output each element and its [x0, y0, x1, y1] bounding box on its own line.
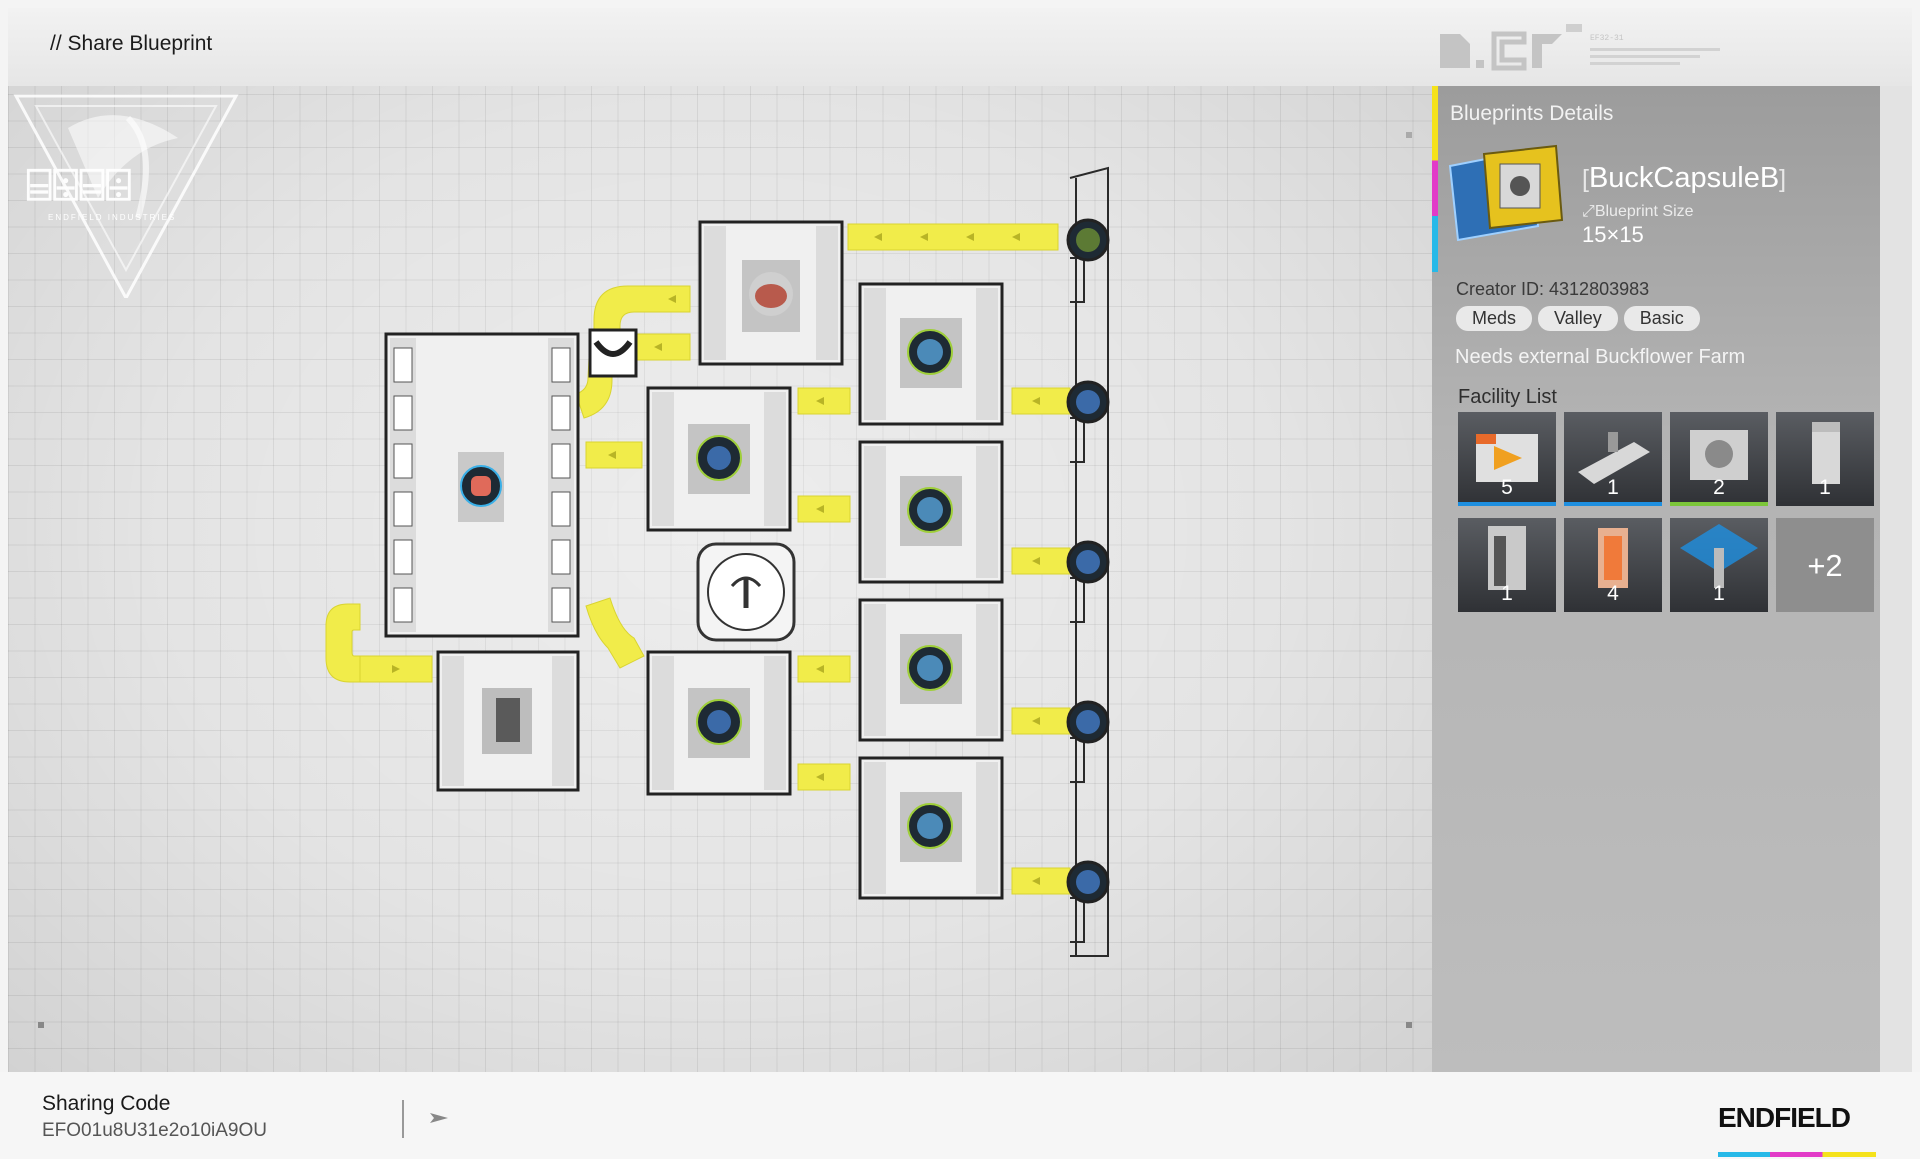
panel-edge: [1880, 86, 1912, 1072]
resize-icon: ⤢: [1582, 203, 1595, 220]
large-facility[interactable]: [384, 332, 580, 638]
canvas-corner-marker: [1406, 132, 1412, 138]
sharing-code-label: Sharing Code: [42, 1092, 171, 1115]
blueprint-size-label: ⤢Blueprint Size: [1582, 203, 1694, 220]
storage-tower-icon: [1812, 422, 1840, 484]
facility-item[interactable]: 1: [1670, 518, 1768, 612]
tag-meds: Meds: [1456, 306, 1533, 331]
svg-text:⌸⌹⌸⌹: ⌸⌹⌸⌹: [26, 160, 132, 211]
refining-facility[interactable]: [646, 650, 792, 796]
facility-bar: [1564, 502, 1662, 506]
refining-unit-icon: [1476, 434, 1538, 482]
blueprint-name: [BuckCapsuleB]: [1582, 162, 1787, 194]
collector-nodes: [1066, 218, 1110, 904]
endfield-logo-icon: ⌸⌹⌸⌹ ENDFIELD INDUSTRIES: [13, 94, 239, 298]
brand-logo: ENDFIELD: [1718, 1102, 1851, 1133]
svg-text:EF32-31: EF32-31: [1590, 34, 1624, 43]
refining-facility[interactable]: [858, 440, 1004, 584]
tag-valley: Valley: [1538, 306, 1618, 331]
logo-wordmark: ENDFIELD INDUSTRIES: [48, 213, 176, 222]
facility-item[interactable]: 1: [1458, 518, 1556, 612]
tag-basic: Basic: [1623, 306, 1700, 331]
power-pylon[interactable]: [696, 542, 796, 642]
facility-item[interactable]: 2: [1670, 412, 1768, 506]
tag-list: Meds Valley Basic: [1456, 306, 1700, 331]
brand-stripe: [1718, 1152, 1876, 1157]
blueprint-layout: [38, 132, 1412, 1028]
creator-id: Creator ID: 4312803983: [1456, 279, 1650, 299]
depot-facility[interactable]: [436, 650, 580, 792]
depot-icon: [1488, 526, 1526, 590]
planting-facility[interactable]: [698, 220, 844, 366]
facility-item[interactable]: 4: [1564, 518, 1662, 612]
facility-item[interactable]: 5: [1458, 412, 1556, 506]
canvas-corner-marker: [38, 1022, 44, 1028]
footer-divider: [402, 1100, 404, 1138]
panel-accent-stripe: [1432, 86, 1438, 272]
top-decoration-icon: EF32-31: [1440, 24, 1720, 71]
bottom-bar: [0, 1072, 1920, 1159]
facility-item[interactable]: 1: [1776, 412, 1874, 506]
facility-more-button[interactable]: +2: [1776, 518, 1874, 612]
splitter-node[interactable]: [588, 328, 638, 378]
refining-facility[interactable]: [858, 282, 1004, 426]
canvas-corner-marker: [1406, 1022, 1412, 1028]
blueprint-note: Needs external Buckflower Farm: [1455, 346, 1746, 368]
belt-arrows: [392, 233, 1040, 885]
seed-picker-icon: [1598, 528, 1628, 588]
facility-list-label: Facility List: [1458, 386, 1557, 408]
facility-bar: [1670, 502, 1768, 506]
share-arrow-icon[interactable]: [428, 1110, 450, 1126]
top-bar: // Share Blueprint EF32-31: [8, 8, 1912, 86]
blueprint-size-value: 15×15: [1582, 222, 1644, 247]
refining-facility[interactable]: [858, 756, 1004, 900]
sharing-code-value[interactable]: EFO01u8U31e2o10iA9OU: [42, 1120, 267, 1141]
facility-item[interactable]: 1: [1564, 412, 1662, 506]
crusher-icon: [1578, 432, 1650, 484]
refining-facility[interactable]: [646, 386, 792, 532]
page-title: // Share Blueprint: [50, 32, 213, 55]
planting-unit-icon: [1690, 430, 1748, 480]
power-pylon-icon: [1680, 524, 1758, 588]
refining-facility[interactable]: [858, 598, 1004, 742]
panel-heading: Blueprints Details: [1450, 102, 1614, 125]
blueprint-thumbnail-icon: [1448, 144, 1564, 242]
facility-list: 5 1 2 1 1 4 1 +2: [1458, 412, 1874, 616]
facility-bar: [1458, 502, 1556, 506]
